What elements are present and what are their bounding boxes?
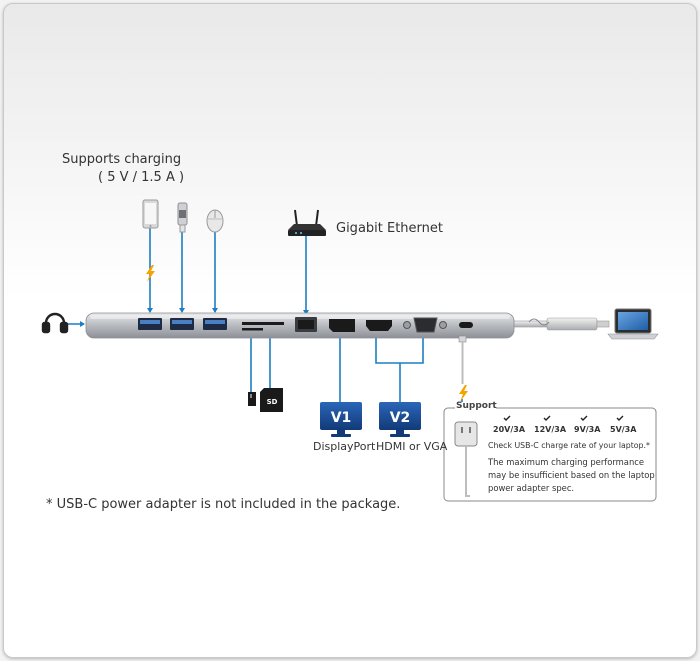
lightning-icon bbox=[459, 385, 468, 402]
sd-card-label: SD bbox=[267, 398, 278, 406]
usb-a-port bbox=[170, 318, 194, 330]
lightning-icon bbox=[146, 265, 155, 282]
rating-20v: 20V/3A bbox=[493, 425, 526, 434]
hdmi-port bbox=[366, 320, 392, 331]
microsd-card-slot bbox=[242, 328, 263, 331]
connection-diagram: SD V1 V2 bbox=[41, 199, 659, 502]
sd-card-icon: SD bbox=[260, 388, 283, 412]
rating-9v: 9V/3A bbox=[574, 425, 601, 434]
phone-icon bbox=[142, 199, 159, 229]
sd-card-slot bbox=[242, 322, 284, 325]
flash-drive-icon bbox=[177, 202, 188, 233]
usb-c-cable bbox=[508, 317, 610, 331]
usb-c-port bbox=[459, 322, 473, 328]
checkmark-icon bbox=[616, 415, 624, 421]
checkmark-icon bbox=[543, 415, 551, 421]
support-note-line-1: The maximum charging performance bbox=[488, 457, 645, 467]
footnote: * USB-C power adapter is not included in… bbox=[46, 497, 401, 512]
charging-spec: ( 5 V / 1.5 A ) bbox=[98, 170, 185, 185]
checkmark-icon bbox=[580, 415, 588, 421]
ethernet-port bbox=[295, 317, 317, 332]
vga-port bbox=[403, 317, 447, 333]
support-check-text: Check USB-C charge rate of your laptop.* bbox=[488, 441, 650, 450]
ethernet-label: Gigabit Ethernet bbox=[336, 221, 443, 236]
diagram-frame: SD V1 V2 bbox=[3, 3, 697, 658]
monitor-badge-v2: V2 bbox=[390, 410, 411, 426]
rating-12v: 12V/3A bbox=[534, 425, 567, 434]
headphones-icon bbox=[41, 312, 69, 334]
connector-lines bbox=[67, 228, 463, 416]
displayport-label: DisplayPort bbox=[313, 440, 376, 453]
rating-5v: 5V/3A bbox=[610, 425, 637, 434]
displayport-port bbox=[329, 319, 355, 332]
docking-hub bbox=[85, 312, 515, 339]
support-box bbox=[443, 402, 657, 502]
monitor-badge-v1: V1 bbox=[331, 410, 352, 426]
hdmi-vga-label: HDMI or VGA bbox=[376, 440, 448, 453]
checkmark-icon bbox=[503, 415, 511, 421]
mouse-icon bbox=[206, 209, 224, 233]
support-note-line-2: may be insufficient based on the laptop bbox=[488, 470, 655, 480]
support-note-line-3: power adapter spec. bbox=[488, 483, 575, 493]
support-title: Support bbox=[456, 401, 497, 411]
monitor-icon: V1 bbox=[320, 402, 362, 437]
usb-a-port bbox=[138, 318, 162, 330]
charging-label: Supports charging bbox=[62, 152, 182, 167]
usb-a-port bbox=[203, 318, 227, 330]
microsd-card-icon bbox=[248, 392, 256, 406]
adapter-cable bbox=[458, 335, 468, 402]
monitor-icon: V2 bbox=[379, 402, 421, 437]
line-hdmi-vga bbox=[375, 336, 424, 364]
laptop-icon bbox=[607, 308, 659, 340]
router-icon bbox=[288, 209, 326, 236]
power-adapter-icon bbox=[454, 421, 478, 497]
